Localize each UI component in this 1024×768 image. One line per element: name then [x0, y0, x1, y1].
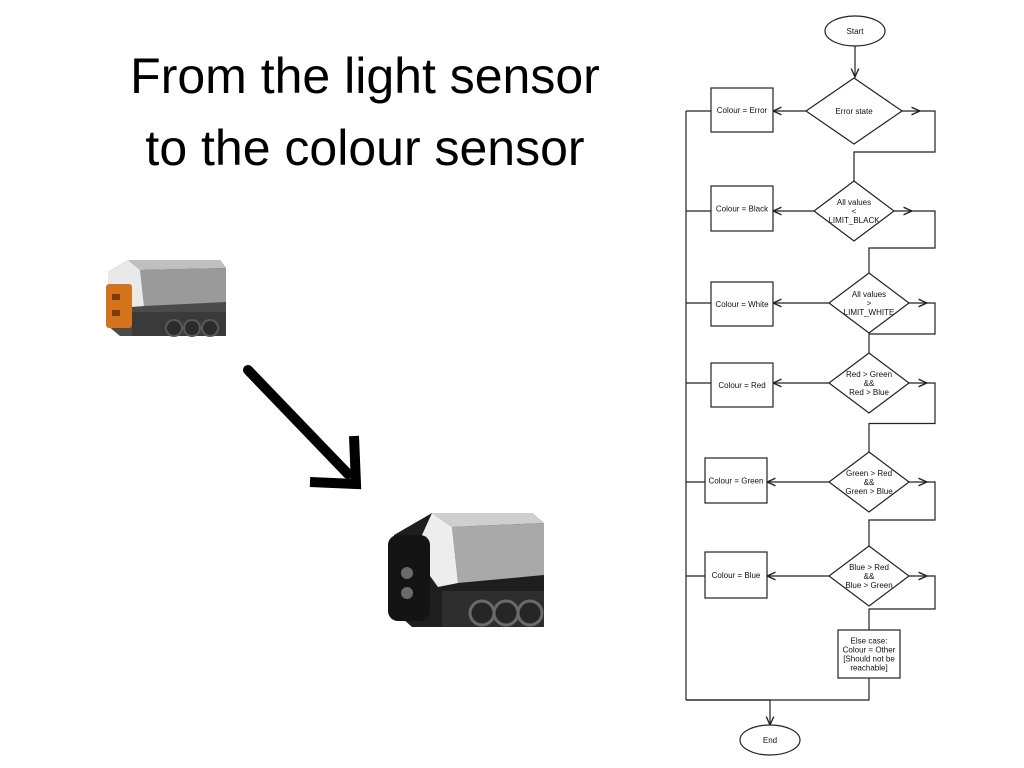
- flow-line: [686, 699, 770, 725]
- arrow-down-right-icon: [243, 365, 362, 490]
- flow-line: [686, 678, 870, 701]
- else-box: [837, 629, 901, 679]
- decision-label: Red > Green&&Red > Blue: [846, 370, 892, 397]
- decision-label: Blue > Red&&Blue > Green: [845, 563, 892, 590]
- flow-line: [868, 210, 936, 273]
- title-line-1: From the light sensor: [130, 48, 600, 104]
- end-label: End: [763, 736, 777, 745]
- flow-line: [868, 302, 936, 353]
- light-sensor-image: [106, 260, 226, 337]
- colour-sensor-image: [388, 513, 544, 627]
- title-line-2: to the colour sensor: [145, 120, 585, 176]
- action-box: [710, 362, 774, 408]
- action-box: [704, 551, 768, 599]
- start-terminal: [824, 15, 886, 47]
- action-label: Colour = Green: [709, 477, 764, 486]
- decision-label: Error state: [835, 107, 873, 116]
- action-label: Colour = Black: [716, 205, 769, 214]
- flow-line: [868, 575, 936, 630]
- decision-label: All values>LIMIT_WHITE: [844, 290, 895, 317]
- action-box: [704, 457, 768, 504]
- decision-label: All values<LIMIT_BLACK: [828, 198, 880, 225]
- decision-diamond: [828, 272, 910, 334]
- flow-line: [868, 481, 936, 546]
- end-terminal: [739, 724, 801, 756]
- action-label: Colour = Blue: [712, 571, 761, 580]
- decision-label: Green > Red&&Green > Blue: [845, 469, 893, 496]
- start-label: Start: [847, 27, 865, 36]
- decision-diamond: [828, 352, 910, 414]
- slide-title: From the light sensor to the colour sens…: [60, 40, 670, 184]
- decision-diamond: [828, 545, 910, 607]
- action-label: Colour = White: [715, 300, 769, 309]
- action-label: Colour = Red: [718, 381, 765, 390]
- action-box: [710, 281, 774, 327]
- decision-diamond: [804, 77, 904, 145]
- action-box: [710, 87, 774, 133]
- decision-diamond: [828, 451, 910, 513]
- action-box: [710, 185, 774, 232]
- decision-diamond: [813, 180, 895, 242]
- flow-line: [853, 110, 936, 181]
- flow-line: [868, 382, 936, 452]
- action-label: Colour = Error: [717, 106, 768, 115]
